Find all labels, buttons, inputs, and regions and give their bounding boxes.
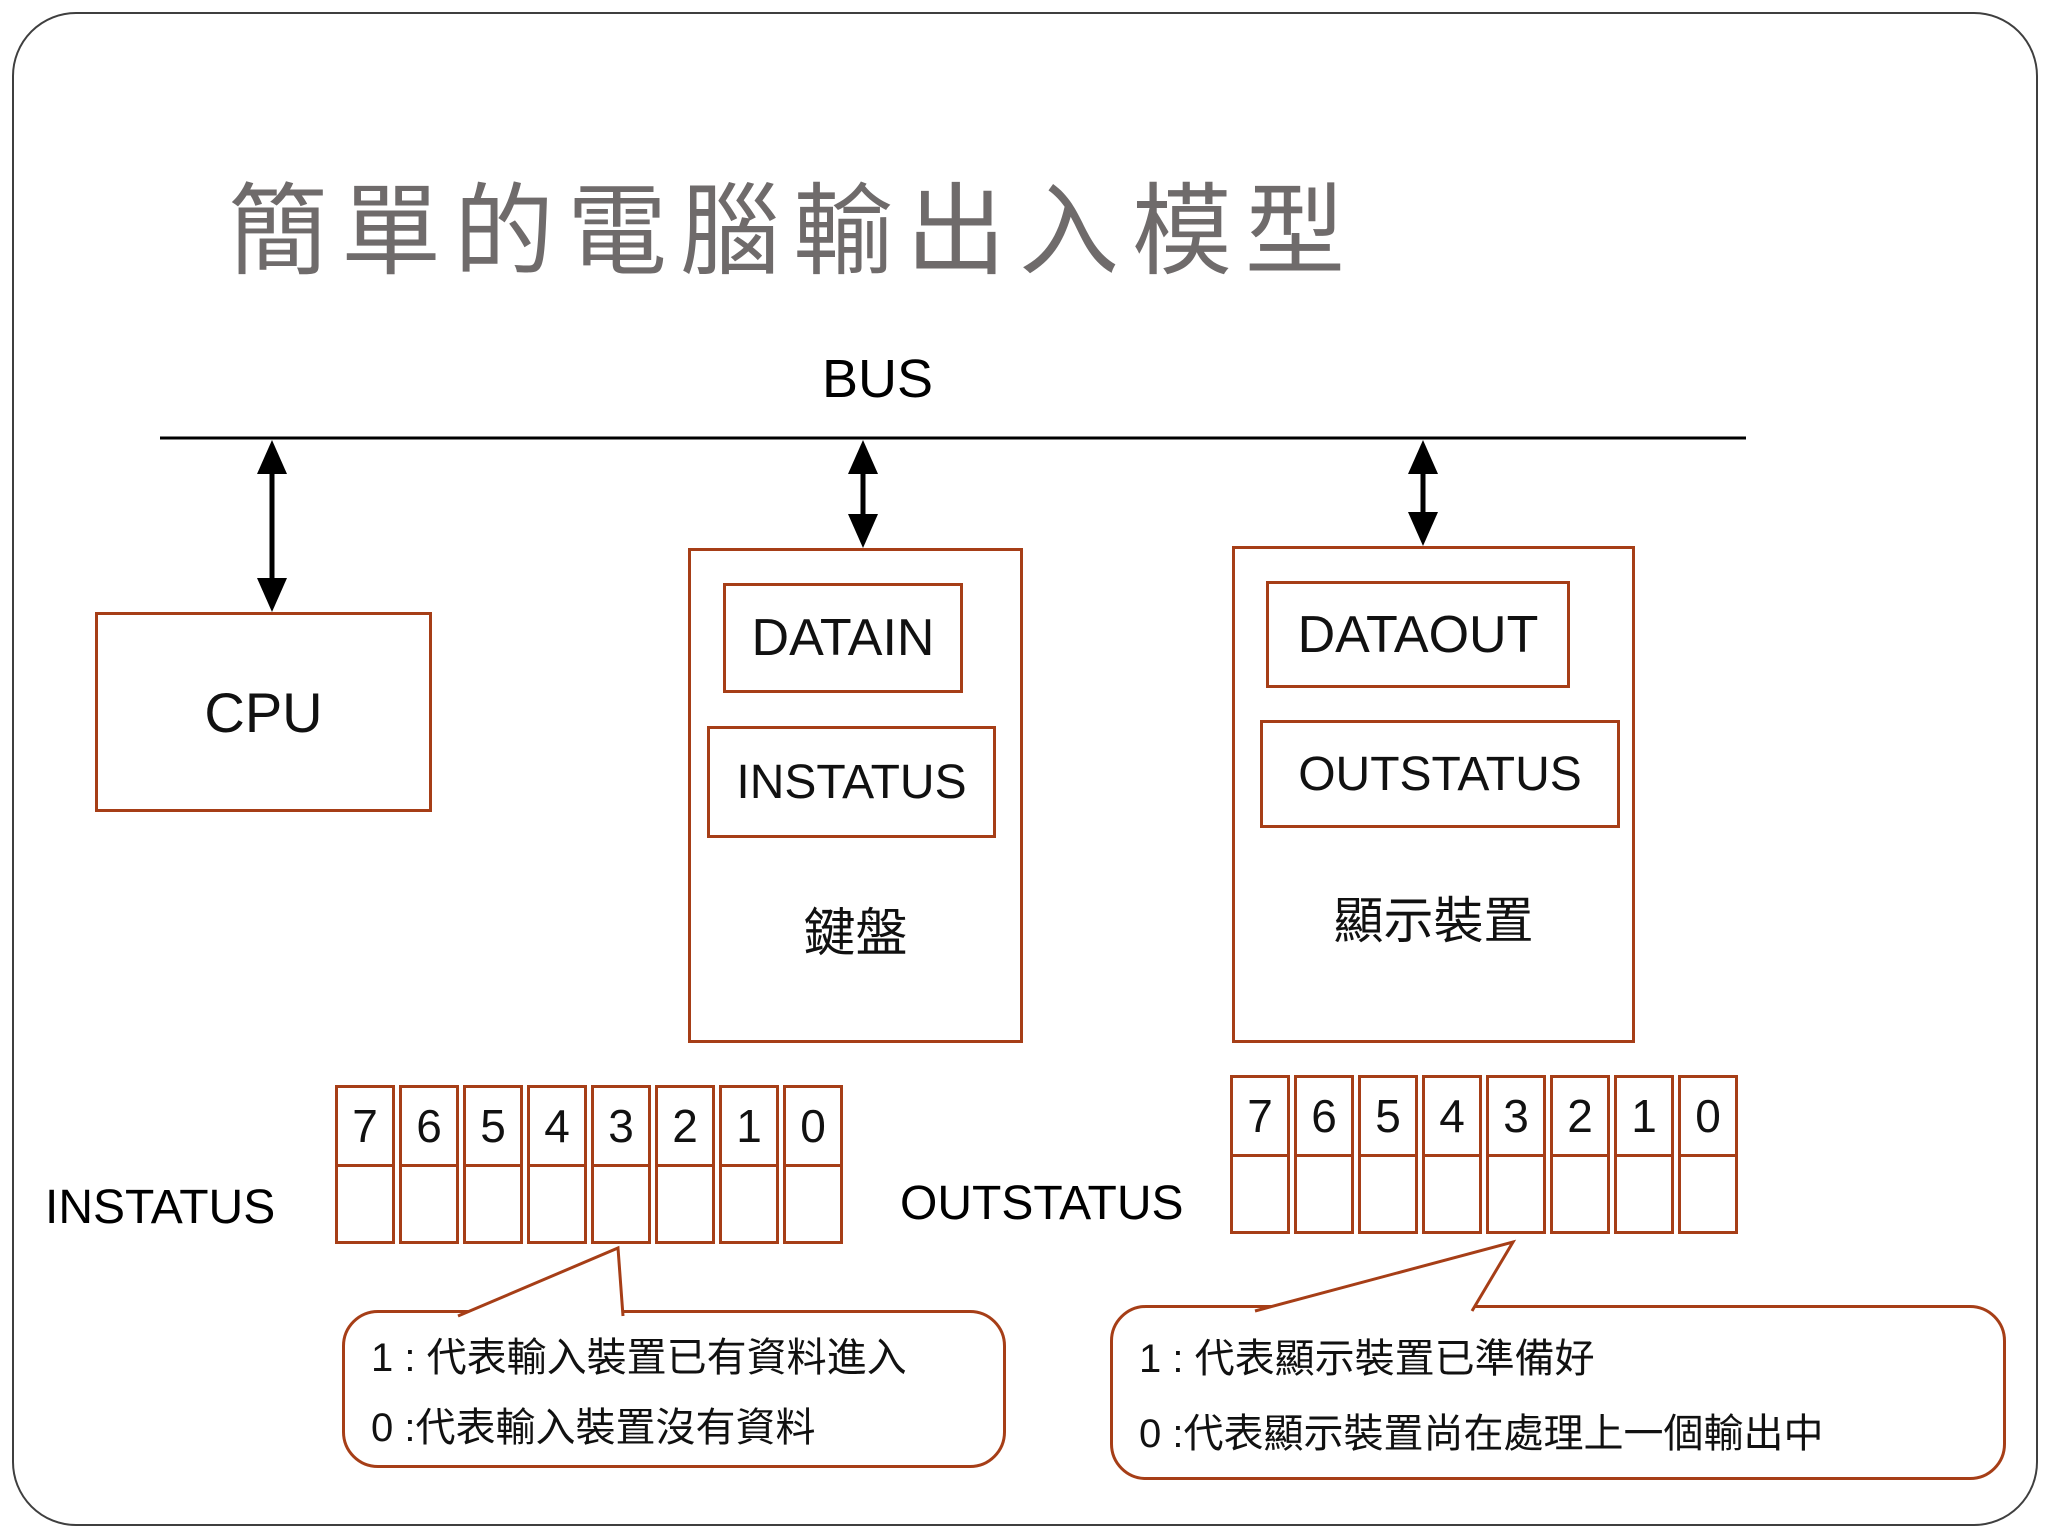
outstatus-callout-line1: 1 : 代表顯示裝置已準備好	[1139, 1336, 1595, 1381]
outstatus-bit-values-row	[1230, 1154, 1738, 1234]
bit-number-cell: 0	[1678, 1075, 1738, 1157]
bit-number-cell: 4	[1422, 1075, 1482, 1157]
outstatus-bit-numbers-row: 7 6 5 4 3 2 1 0	[1230, 1075, 1738, 1157]
outstatus-label: OUTSTATUS	[1298, 747, 1582, 801]
bit-number-cell: 2	[655, 1085, 715, 1167]
cpu-box: CPU	[95, 612, 432, 812]
outstatus-callout-line2: 0 :代表顯示裝置尚在處理上一個輸出中	[1139, 1412, 1824, 1457]
bit-number-cell: 5	[1358, 1075, 1418, 1157]
instatus-callout-line1: 1 : 代表輸入裝置已有資料進入	[371, 1336, 907, 1380]
outstatus-bit-register: 7 6 5 4 3 2 1 0	[1230, 1075, 1738, 1234]
keyboard-box: DATAIN INSTATUS 鍵盤	[688, 548, 1023, 1043]
bit-value-cell	[1358, 1154, 1418, 1234]
bit-number-cell: 3	[1486, 1075, 1546, 1157]
bit-value-cell	[1486, 1154, 1546, 1234]
bit-number-cell: 6	[399, 1085, 459, 1167]
keyboard-device-name: 鍵盤	[803, 905, 908, 963]
slide-border	[12, 12, 2038, 1526]
bit-number-cell: 1	[719, 1085, 779, 1167]
bit-number-cell: 2	[1550, 1075, 1610, 1157]
bit-value-cell	[719, 1164, 779, 1244]
bit-value-cell	[335, 1164, 395, 1244]
bit-value-cell	[463, 1164, 523, 1244]
instatus-label: INSTATUS	[736, 755, 967, 809]
instatus-bit-values-row	[335, 1164, 843, 1244]
bit-value-cell	[1678, 1154, 1738, 1234]
dataout-register-box: DATAOUT	[1266, 581, 1570, 688]
bit-number-cell: 1	[1614, 1075, 1674, 1157]
bit-number-cell: 4	[527, 1085, 587, 1167]
display-device-name: 顯示裝置	[1333, 893, 1534, 949]
instatus-bit-numbers-row: 7 6 5 4 3 2 1 0	[335, 1085, 843, 1167]
datain-label: DATAIN	[751, 609, 935, 667]
outstatus-register-box: OUTSTATUS	[1260, 720, 1620, 828]
bus-label: BUS	[822, 349, 934, 409]
bit-value-cell	[783, 1164, 843, 1244]
bit-value-cell	[1230, 1154, 1290, 1234]
bit-number-cell: 7	[335, 1085, 395, 1167]
instatus-callout-bubble: 1 : 代表輸入裝置已有資料進入 0 :代表輸入裝置沒有資料	[342, 1310, 1006, 1468]
bit-number-cell: 5	[463, 1085, 523, 1167]
bit-value-cell	[1614, 1154, 1674, 1234]
bit-value-cell	[1422, 1154, 1482, 1234]
datain-register-box: DATAIN	[723, 583, 963, 693]
instatus-bit-register: 7 6 5 4 3 2 1 0	[335, 1085, 843, 1244]
dataout-label: DATAOUT	[1297, 605, 1539, 664]
bit-value-cell	[399, 1164, 459, 1244]
bit-value-cell	[527, 1164, 587, 1244]
cpu-label: CPU	[204, 680, 323, 744]
bit-number-cell: 6	[1294, 1075, 1354, 1157]
bit-value-cell	[1294, 1154, 1354, 1234]
bit-number-cell: 0	[783, 1085, 843, 1167]
bit-number-cell: 7	[1230, 1075, 1290, 1157]
bit-value-cell	[655, 1164, 715, 1244]
bit-value-cell	[1550, 1154, 1610, 1234]
outstatus-callout-bubble: 1 : 代表顯示裝置已準備好 0 :代表顯示裝置尚在處理上一個輸出中	[1110, 1305, 2006, 1480]
outstatus-diagram-label: OUTSTATUS	[900, 1177, 1184, 1230]
instatus-diagram-label: INSTATUS	[45, 1181, 276, 1234]
bit-value-cell	[591, 1164, 651, 1244]
display-box: DATAOUT OUTSTATUS 顯示裝置	[1232, 546, 1635, 1043]
instatus-callout-line2: 0 :代表輸入裝置沒有資料	[371, 1406, 816, 1450]
bit-number-cell: 3	[591, 1085, 651, 1167]
instatus-register-box: INSTATUS	[707, 726, 996, 838]
page-title: 簡單的電腦輸出入模型	[228, 176, 1358, 288]
